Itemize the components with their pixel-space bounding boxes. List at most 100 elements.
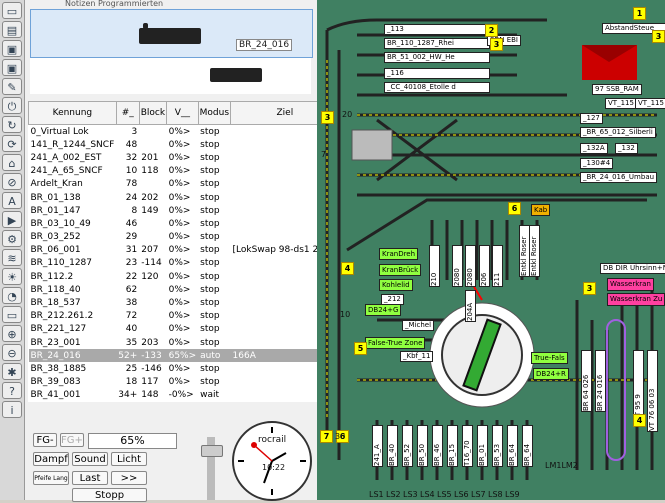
block-label[interactable]: _113 xyxy=(384,24,490,35)
block-label[interactable]: BR_110_1287_Rhei xyxy=(384,38,490,49)
block-label[interactable]: _Kbf_11 xyxy=(400,351,434,362)
plan-text[interactable]: LM1LM2 xyxy=(545,461,578,470)
edit-icon[interactable]: ✎ xyxy=(2,78,22,95)
col-kennung[interactable]: Kennung xyxy=(28,101,117,125)
block-number-badge[interactable]: 6 xyxy=(508,202,521,215)
block-label[interactable]: VT_115 xyxy=(635,98,665,109)
help-icon[interactable]: ? xyxy=(2,382,22,399)
block-label[interactable]: VT_115 xyxy=(605,98,637,109)
ls-label[interactable]: LS7 xyxy=(471,490,486,499)
block-number-badge[interactable]: 1 xyxy=(633,7,646,20)
col-number[interactable]: #_ xyxy=(115,101,140,125)
siding-label[interactable]: BR_46 xyxy=(432,425,443,467)
plan-text[interactable]: 10 xyxy=(340,310,351,319)
siding-label[interactable]: BR_50 xyxy=(417,425,428,467)
fg-minus-button[interactable]: FG- xyxy=(33,433,57,447)
track-vertical-label[interactable]: VT 95 9 xyxy=(633,350,644,422)
zone-label[interactable]: KranDreh xyxy=(379,248,419,260)
siding-label[interactable]: BR_64 xyxy=(522,425,533,467)
ls-label[interactable]: LS2 xyxy=(386,490,401,499)
block-number-badge[interactable]: 3 xyxy=(321,111,334,124)
info-icon[interactable]: i xyxy=(2,401,22,418)
speed-slider[interactable] xyxy=(201,437,223,500)
siding-label[interactable]: 241_A xyxy=(372,425,383,467)
track-vertical-label[interactable]: 206 xyxy=(479,245,490,287)
block-number-badge[interactable]: 2 xyxy=(485,24,498,37)
zone-label[interactable]: False-True Zone xyxy=(365,337,426,349)
ls-label[interactable]: LS1 xyxy=(369,490,384,499)
track-vertical-label[interactable]: BR 64 026 xyxy=(581,350,592,412)
monitor-icon[interactable]: ▭ xyxy=(2,306,22,323)
home-icon[interactable]: ⌂ xyxy=(2,154,22,171)
block-label[interactable]: BR_51_002_HW_He xyxy=(384,52,490,63)
col-speed[interactable]: V__ xyxy=(166,101,199,125)
block-number-badge[interactable]: 6 xyxy=(336,430,349,443)
last-button[interactable]: Last xyxy=(72,471,108,485)
track-vertical-label[interactable]: 210 xyxy=(429,245,440,287)
track-vertical-label[interactable]: Entkl Roser xyxy=(529,225,540,277)
plan-text[interactable]: 30 xyxy=(335,432,346,441)
zoom-out-icon[interactable]: ⊖ xyxy=(2,344,22,361)
ls-label[interactable]: LS8 xyxy=(488,490,503,499)
water-crane-label[interactable]: Wasserkran Zu xyxy=(607,293,665,306)
settings-icon[interactable]: ⚙ xyxy=(2,230,22,247)
bulb-icon[interactable]: ☀ xyxy=(2,268,22,285)
siding-label[interactable]: BR_40 xyxy=(387,425,398,467)
bug-icon[interactable]: ✱ xyxy=(2,363,22,380)
col-mode[interactable]: Modus xyxy=(197,101,232,125)
block-label[interactable]: _132 xyxy=(615,143,638,154)
zone-label[interactable]: Kohlelid xyxy=(379,279,413,291)
siding-label[interactable]: T16_70 xyxy=(462,425,473,467)
ls-label[interactable]: LS6 xyxy=(454,490,469,499)
block-label[interactable]: AbstandSteue xyxy=(602,23,665,34)
block-number-badge[interactable]: 4 xyxy=(341,262,354,275)
block-label[interactable]: _CC_40108_Etolle d xyxy=(384,82,490,93)
block-number-badge[interactable]: 7 xyxy=(320,430,333,443)
block-number-badge[interactable]: 4 xyxy=(633,414,646,427)
zone-label[interactable]: DB24+R xyxy=(533,368,569,380)
block-label[interactable]: _127 xyxy=(580,113,603,124)
siding-label[interactable]: BR_15 xyxy=(447,425,458,467)
speedometer-icon[interactable]: ◔ xyxy=(2,287,22,304)
connect-icon[interactable]: ↻ xyxy=(2,116,22,133)
block-label[interactable]: _116 xyxy=(384,68,490,79)
wifi-icon[interactable]: ≋ xyxy=(2,249,22,266)
block-label[interactable]: _Michel xyxy=(402,320,435,331)
block-label[interactable]: _132A xyxy=(580,143,608,154)
block-number-badge[interactable]: 3 xyxy=(583,282,596,295)
zone-label[interactable]: True-Fals xyxy=(531,352,568,364)
cab-label[interactable]: Kab xyxy=(531,204,551,216)
plan-text[interactable]: 20 xyxy=(342,110,353,119)
new-plan-icon[interactable]: ▭ xyxy=(2,2,22,19)
zone-label[interactable]: DB24+G xyxy=(365,304,402,316)
loco-preview[interactable]: BR_24_016 xyxy=(30,9,313,58)
block-label[interactable]: 97 SSB_RAM xyxy=(592,84,642,95)
zone-label[interactable]: KranBrück xyxy=(379,264,422,276)
open-folder-icon[interactable]: ▤ xyxy=(2,21,22,38)
block-number-badge[interactable]: 5 xyxy=(354,342,367,355)
next-button[interactable]: >> xyxy=(111,471,147,485)
auto-icon[interactable]: A xyxy=(2,192,22,209)
siding-label[interactable]: BR_53 xyxy=(492,425,503,467)
refresh-icon[interactable]: ⟳ xyxy=(2,135,22,152)
track-vertical-label[interactable]: 2080 xyxy=(465,245,476,287)
siding-label[interactable]: BR_01 xyxy=(477,425,488,467)
fg-plus-button[interactable]: FG+ xyxy=(60,433,84,447)
